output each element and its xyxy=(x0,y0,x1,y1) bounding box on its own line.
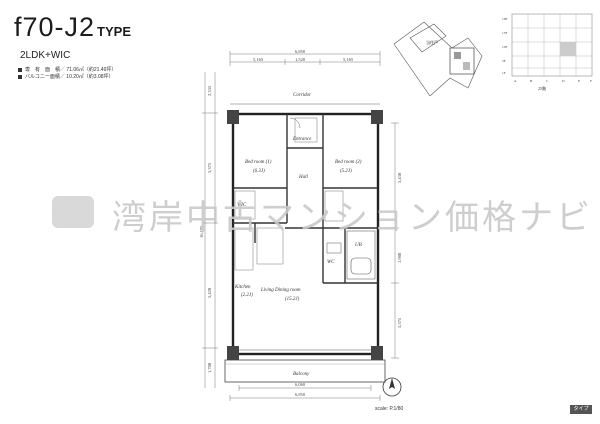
dim-top-seg2: 1,520 xyxy=(295,57,306,63)
room-kitchen: Kitchen xyxy=(234,285,251,290)
closet-area xyxy=(324,190,344,222)
building-wing xyxy=(409,23,447,53)
outer-walls xyxy=(231,112,380,356)
floor-plan: 6,850 5,165 1,520 5,165 2,335 3,375 16,5… xyxy=(199,49,403,401)
floor-label: 18F xyxy=(502,17,508,21)
column xyxy=(371,346,383,360)
unit-label: D xyxy=(562,79,565,83)
dim-left-3: 5,420 xyxy=(207,287,213,298)
floor-label: 15F xyxy=(502,31,508,35)
room-ub: UB xyxy=(355,243,362,248)
watermark-logo xyxy=(52,196,94,228)
room-ldk-size: (15.2J) xyxy=(285,297,300,302)
door-swing xyxy=(289,117,301,129)
kitchen-area xyxy=(256,227,284,265)
dim-right-1: 3,430 xyxy=(397,172,403,183)
room-kitchen-size: (2.2J) xyxy=(241,293,253,298)
unit-label: F xyxy=(590,79,592,83)
room-wc: WC xyxy=(327,260,335,265)
floor-label: 1F xyxy=(502,71,506,75)
site-outline xyxy=(393,21,483,96)
dim-left-1: 2,335 xyxy=(207,85,213,96)
floor-label: 10F xyxy=(502,45,508,49)
unit-block xyxy=(463,62,470,70)
room-bedroom-1-size: (6.3J) xyxy=(253,169,265,174)
floor-label: 5F xyxy=(502,59,506,63)
room-bedroom-1: Bed room (1) xyxy=(245,160,272,165)
dim-top-seg3: 5,165 xyxy=(343,57,354,63)
column xyxy=(227,110,239,124)
room-wic: WIC xyxy=(237,203,247,208)
plan-name: f70-J2 xyxy=(14,12,96,42)
room-ldk: Living Dining room xyxy=(260,288,301,293)
key-plan: 当住戸 18F 15F 10F 5F 1F A B C D E F 25階 xyxy=(393,13,593,96)
dim-left-total: 16,575 xyxy=(199,225,205,238)
dim-left-4: 1,780 xyxy=(207,362,213,373)
dim-left-2: 3,375 xyxy=(207,162,213,173)
column xyxy=(371,110,383,124)
unit-label: A xyxy=(514,79,517,83)
north-arrow-icon xyxy=(382,377,402,397)
interior-walls xyxy=(233,114,378,284)
dim-right-3: 5,575 xyxy=(397,317,403,328)
room-balcony: Balcony xyxy=(293,372,310,377)
balcony-area xyxy=(224,359,386,383)
layout-label: 2LDK+WIC xyxy=(20,50,71,61)
unit-label: B xyxy=(530,79,533,83)
right-dimension-lines xyxy=(391,122,399,359)
room-bedroom-2: Bed room (2) xyxy=(335,160,362,165)
spec-floor-area: 専 有 面 積／ 71.06㎡（約21.49坪） xyxy=(18,66,116,73)
wic-area xyxy=(234,190,256,220)
bullet-square-icon xyxy=(18,67,22,72)
spec-balcony-area-text: バルコニー面積／ 10.20㎡（約3.08坪） xyxy=(25,74,114,80)
floor-grid xyxy=(511,13,593,77)
room-corridor: Corridor xyxy=(293,93,311,98)
dim-top-total: 6,850 xyxy=(295,49,306,55)
kitchen-counter xyxy=(234,227,254,271)
plan-type: TYPE xyxy=(97,24,132,39)
scale-label: scale: P.1/80 xyxy=(375,406,404,412)
entrance-area xyxy=(294,117,318,143)
bath-area xyxy=(346,230,376,280)
column xyxy=(227,346,239,360)
highlighted-unit xyxy=(454,52,461,59)
top-dimension-lines xyxy=(229,51,381,66)
watermark-text: 湾岸中古マンション価格ナビ xyxy=(112,199,593,237)
type-badge: タイプ xyxy=(570,405,592,414)
room-hall: Hall xyxy=(298,175,309,180)
room-entrance: Entrance xyxy=(292,137,312,142)
unit-label: C xyxy=(546,79,549,83)
left-dimension-lines xyxy=(202,72,218,388)
dim-top-seg1: 5,165 xyxy=(253,57,264,63)
spec-floor-area-text: 専 有 面 積／ 71.06㎡（約21.49坪） xyxy=(25,67,117,73)
dim-bottom-total: 6,850 xyxy=(295,392,306,398)
unit-label: E xyxy=(578,79,580,83)
current-unit-label: 当住戸 xyxy=(426,39,438,45)
bottom-dimension-lines xyxy=(229,385,381,401)
bathtub xyxy=(350,257,372,275)
toilet xyxy=(326,242,342,254)
room-bedroom-2-size: (5.2J) xyxy=(340,169,352,174)
spec-balcony-area: バルコニー面積／ 10.20㎡（約3.08坪） xyxy=(18,73,114,80)
floor-caption: 25階 xyxy=(538,85,546,91)
dim-right-2: 1,980 xyxy=(397,252,403,263)
unit-position-marker xyxy=(560,42,576,56)
building-core xyxy=(449,47,475,75)
dim-bottom-inner: 6,060 xyxy=(295,382,306,388)
bullet-square-icon xyxy=(18,74,22,79)
